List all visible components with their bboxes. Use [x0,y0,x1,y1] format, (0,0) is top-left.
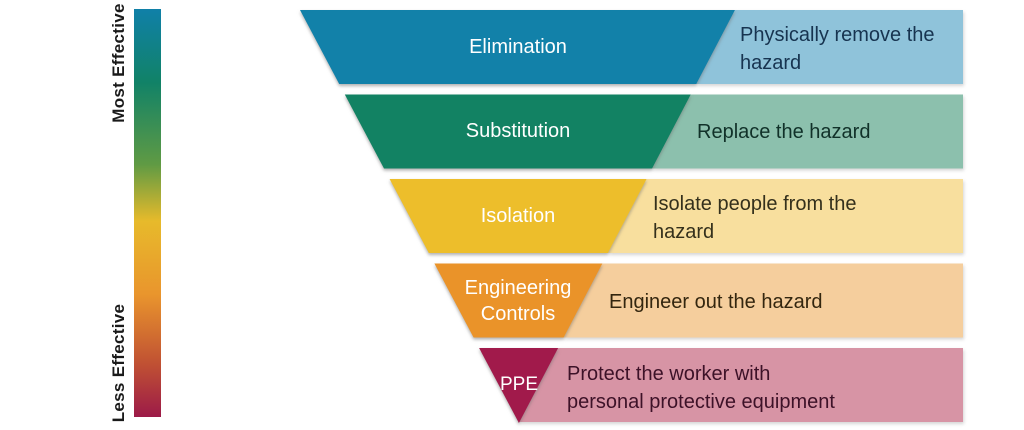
label-line: Isolation [480,205,556,227]
label-engineering-controls: Engineering Controls [465,275,572,327]
label-isolation: Isolation [481,203,556,229]
desc-line: hazard [740,52,802,74]
desc-ppe: Protect the worker with personal protect… [567,360,835,416]
desc-line: Protect the worker with [567,363,771,385]
desc-line: Replace the hazard [697,121,871,143]
band-ppe [479,348,559,423]
desc-substitution: Replace the hazard [697,118,870,146]
label-elimination: Elimination [469,34,567,60]
band-elimination [300,10,735,84]
tint-band-isolation [607,179,963,253]
desc-elimination: Physically remove the hazard [740,21,935,77]
desc-isolation: Isolate people from the hazard [653,190,856,246]
label-line: PPE [499,374,539,395]
desc-line: personal protective equipment [567,391,835,413]
tint-band-engineering-controls [563,263,963,338]
most-effective-label: Most Effective [109,3,128,123]
label-line: Engineering [464,277,572,299]
tint-band-substitution [652,94,963,169]
desc-line: Engineer out the hazard [609,291,823,313]
less-effective-label: Less Effective [109,303,128,423]
label-substitution: Substitution [466,118,571,144]
desc-engineering-controls: Engineer out the hazard [609,288,823,316]
label-line: Elimination [469,36,567,58]
label-line: Controls [480,303,556,325]
tint-band-ppe [518,348,963,422]
tint-band-elimination [696,10,963,84]
band-engineering-controls [434,263,603,338]
band-isolation [389,179,647,253]
label-line: Substitution [465,120,571,142]
label-ppe: PPE [500,372,538,398]
desc-line: Isolate people from the [653,193,857,215]
desc-line: Physically remove the [740,24,935,46]
effectiveness-gradient-bar [134,9,161,417]
desc-line: hazard [653,221,715,243]
band-substitution [344,94,691,169]
